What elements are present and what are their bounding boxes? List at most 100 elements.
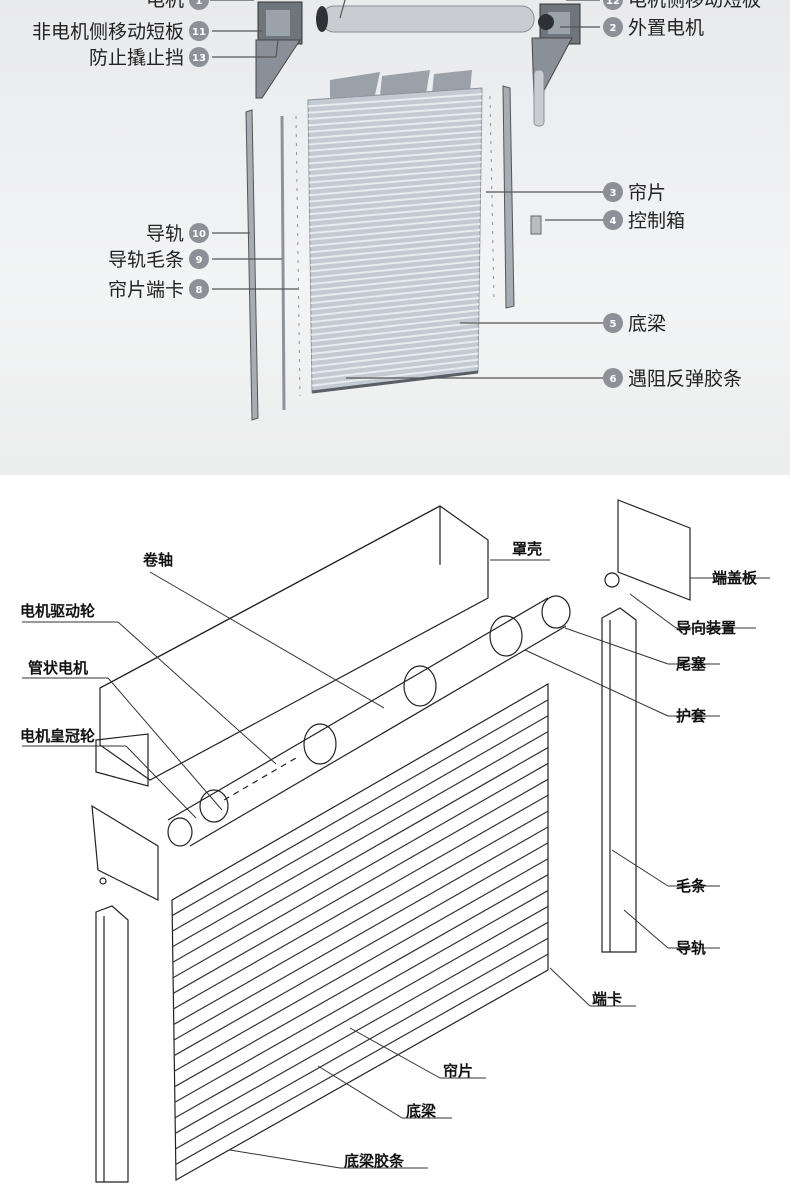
slat-line	[308, 93, 482, 108]
slat-line	[173, 826, 549, 1041]
slat-line	[172, 731, 549, 948]
slat-line	[171, 699, 549, 917]
slat-line	[309, 222, 481, 241]
slat-lines	[171, 699, 549, 1165]
callout-curtain-slat: 3 帘片	[603, 182, 666, 204]
label-bottom-beam-strip: 底梁胶条	[344, 1152, 405, 1170]
label-guide-device: 导向装置	[676, 619, 736, 637]
label-brush-strip: 毛条	[676, 877, 707, 895]
svg-text:6: 6	[610, 374, 617, 385]
label-bottom-beam: 底梁	[406, 1102, 437, 1120]
label-housing-cover: 罩壳	[512, 540, 542, 558]
slat-line	[308, 136, 482, 152]
slat-line	[308, 124, 482, 140]
top-diagram-panel: 电机 1 非电机侧移动短板 11 防止撬止挡 13 导轨 10 导轨毛条 9 帘…	[0, 0, 790, 475]
slat-line	[308, 117, 482, 133]
slat-line	[309, 204, 481, 222]
slat-line	[309, 173, 481, 190]
svg-text:外置电机: 外置电机	[628, 17, 704, 39]
slat-line	[311, 364, 479, 387]
svg-text:12: 12	[606, 0, 620, 7]
slat-line	[308, 154, 482, 171]
line-drawing-diagram: 卷轴 罩壳 端盖板 电机驱动轮 导向装置 管状电机 尾塞 电机皇冠轮 护套 毛条…	[20, 499, 770, 1183]
roller-tube-graphic	[316, 5, 535, 33]
svg-text:9: 9	[196, 255, 203, 266]
slat-line	[310, 284, 480, 305]
label-motor-drive-wheel: 电机驱动轮	[20, 602, 95, 620]
slat-line	[311, 352, 479, 374]
callout-rail-brush: 导轨毛条 9	[108, 249, 209, 271]
slat-line	[311, 333, 479, 355]
callout-external-motor: 2 外置电机	[603, 17, 704, 39]
slat-line	[173, 778, 549, 994]
label-end-clip: 端卡	[592, 990, 622, 1008]
svg-text:10: 10	[192, 229, 206, 240]
callout-rebound-strip: 6 遇阻反弹胶条	[603, 368, 742, 390]
slat-line	[309, 179, 481, 197]
slat-line	[173, 842, 549, 1057]
slat-line	[311, 346, 479, 368]
svg-text:13: 13	[192, 53, 206, 64]
callout-non-motor-side-plate: 非电机侧移动短板 11	[32, 21, 209, 43]
slat-line	[309, 167, 481, 184]
svg-text:2: 2	[610, 23, 617, 34]
slat-line	[310, 253, 480, 273]
callout-motor: 电机 1	[146, 0, 209, 11]
slat-line	[310, 296, 480, 317]
slat-line	[309, 229, 481, 247]
svg-text:电机侧移动短板: 电机侧移动短板	[628, 0, 761, 11]
svg-text:11: 11	[192, 27, 206, 38]
leader-lines	[210, 0, 604, 379]
slat-line	[309, 185, 481, 203]
left-rail-graphic	[245, 109, 301, 421]
line-art	[91, 499, 691, 1183]
label-end-cover-plate: 端盖板	[712, 569, 758, 587]
slat-line	[311, 327, 479, 349]
label-curtain-slat: 帘片	[443, 1062, 473, 1080]
slat-line	[309, 235, 481, 254]
slat-line	[310, 259, 480, 279]
bottom-labels: 卷轴 罩壳 端盖板 电机驱动轮 导向装置 管状电机 尾塞 电机皇冠轮 护套 毛条…	[20, 540, 758, 1170]
svg-text:非电机侧移动短板: 非电机侧移动短板	[32, 21, 184, 43]
callout-motor-side-plate: 12 电机侧移动短板	[603, 0, 761, 11]
slat-line	[308, 99, 482, 114]
svg-text:1: 1	[196, 0, 203, 7]
slat-line	[310, 290, 480, 311]
motor-bracket-graphic	[531, 3, 581, 127]
slat-line	[311, 358, 479, 381]
svg-text:3: 3	[610, 188, 617, 199]
slat-line	[310, 241, 480, 260]
callout-bottom-beam: 5 底梁	[603, 313, 666, 335]
slat-line	[311, 340, 479, 362]
slat-line	[175, 953, 549, 1165]
svg-text:导轨: 导轨	[146, 223, 184, 245]
exploded-shutter-photo-diagram	[210, 0, 604, 421]
slat-line	[308, 161, 482, 178]
slat-line	[311, 309, 479, 330]
label-guide-rail: 导轨	[676, 939, 706, 957]
bottom-leader-lines	[22, 559, 770, 1169]
callout-control-box: 4 控制箱	[603, 210, 685, 232]
right-rail-graphic	[489, 85, 515, 309]
label-tail-plug: 尾塞	[676, 655, 707, 673]
slat-line	[309, 198, 481, 216]
callout-guide-rail: 导轨 10	[146, 223, 209, 245]
slat-line	[309, 210, 481, 228]
svg-text:导轨毛条: 导轨毛条	[108, 249, 184, 271]
slat-line	[310, 278, 480, 298]
slat-line	[308, 105, 482, 121]
svg-text:防止撬止挡: 防止撬止挡	[89, 47, 184, 69]
svg-text:4: 4	[610, 216, 617, 227]
left-bracket-graphic	[255, 1, 303, 99]
slat-line	[309, 191, 481, 209]
label-motor-crown-wheel: 电机皇冠轮	[20, 727, 95, 745]
slat-line	[172, 715, 549, 932]
callout-slat-end-clip: 帘片端卡 8	[108, 279, 209, 301]
slat-line	[308, 130, 482, 146]
svg-text:5: 5	[610, 319, 617, 330]
slat-line	[174, 890, 549, 1103]
top-callouts: 电机 1 非电机侧移动短板 11 防止撬止挡 13 导轨 10 导轨毛条 9 帘…	[32, 0, 761, 390]
slat-line	[172, 747, 549, 963]
slat-line	[310, 247, 480, 267]
slat-line	[174, 874, 549, 1088]
